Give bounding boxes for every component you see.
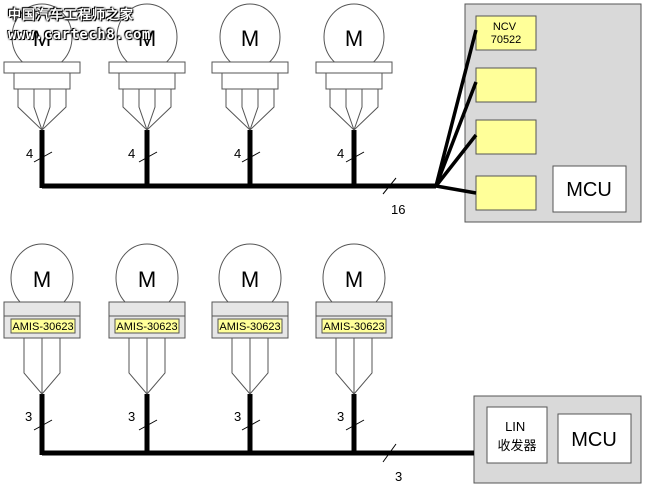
bottom-bus-slashes [33, 419, 397, 463]
motor-label: M [241, 267, 259, 292]
top-bus-count-3: 4 [234, 146, 241, 161]
bottom-mcu-label: MCU [571, 429, 617, 451]
top-bus-count-4: 4 [337, 146, 344, 161]
bottom-bus-count-3: 3 [234, 409, 241, 424]
motor-wires [231, 338, 269, 395]
lin-transceiver-label: LIN 收发器 [497, 419, 536, 454]
motor-wires [329, 89, 379, 131]
motor-wires [128, 338, 166, 395]
ncv-driver-box [475, 67, 537, 103]
top-motor-unit-1: M [3, 3, 81, 131]
motor-label: M [138, 267, 156, 292]
amis-chip-label: AMIS-30623 [219, 321, 280, 333]
lin-transceiver-box [486, 406, 548, 464]
motor-mount-base [13, 72, 71, 90]
bottom-bus-count-2: 3 [128, 409, 135, 424]
amis-chip-box [114, 318, 180, 334]
motor-mount-plate [3, 61, 81, 74]
ncv-driver-1: NCV 70522 [475, 15, 537, 51]
top-fan-lines [434, 29, 478, 195]
amis-chip-box [321, 318, 387, 334]
top-mcu-box [552, 165, 627, 213]
motor-mount-plate [315, 61, 393, 74]
motor-wires [17, 89, 67, 131]
amis-chip-label: AMIS-30623 [12, 321, 73, 333]
motor-mount-base [118, 72, 176, 90]
amis-chip-label: AMIS-30623 [323, 321, 384, 333]
top-motor-unit-4: M [315, 3, 393, 131]
bottom-motor-unit-2: M AMIS-30623 [108, 243, 186, 395]
bottom-motor-unit-4: M AMIS-30623 [315, 243, 393, 395]
bottom-main-bus [39, 394, 474, 456]
ncv-driver-label-line1: NCV [493, 21, 517, 33]
bottom-bus-count-4: 3 [337, 409, 344, 424]
top-bus-count-1: 4 [26, 146, 33, 161]
chip-plate [108, 301, 186, 317]
ncv-driver-2 [475, 67, 537, 103]
motor-label: M [138, 26, 156, 51]
ncv-driver-box [475, 175, 537, 211]
motor-label: M [241, 26, 259, 51]
chip-plate [315, 301, 393, 317]
bottom-mcu-box [557, 413, 632, 464]
ncv-driver-4 [475, 175, 537, 211]
motor-mount-base [325, 72, 383, 90]
motor-wires [23, 338, 61, 395]
motor-wires [335, 338, 373, 395]
top-bus-slashes [33, 151, 397, 195]
top-bus-count-2: 4 [128, 146, 135, 161]
chip-plate [211, 301, 289, 317]
motor-mount-plate [211, 61, 289, 74]
motor-label: M [33, 26, 51, 51]
top-main-bus [39, 130, 436, 189]
lin-transceiver-label-line2: 收发器 [497, 438, 536, 454]
bottom-motor-unit-3: M AMIS-30623 [211, 243, 289, 395]
amis-chip-box [10, 318, 76, 334]
motor-mount-plate [108, 61, 186, 74]
motor-wires [225, 89, 275, 131]
amis-chip-label: AMIS-30623 [116, 321, 177, 333]
ncv-driver-3 [475, 119, 537, 155]
motor-label: M [345, 26, 363, 51]
bottom-main-bus-count: 3 [395, 469, 402, 484]
ncv-driver-box [475, 119, 537, 155]
top-motor-unit-3: M [211, 3, 289, 131]
ncv-driver-label-line2: 70522 [491, 34, 522, 46]
bottom-bus-count-1: 3 [25, 409, 32, 424]
motor-wires [122, 89, 172, 131]
chip-plate [3, 301, 81, 317]
top-mcu-label: MCU [566, 179, 612, 201]
amis-chip-box [217, 318, 283, 334]
top-main-bus-count: 16 [391, 202, 405, 217]
motor-label: M [33, 267, 51, 292]
motor-mount-base [221, 72, 279, 90]
motor-label: M [345, 267, 363, 292]
ncv-driver-label: NCV 70522 [491, 21, 522, 46]
top-motor-unit-2: M [108, 3, 186, 131]
ncv-driver-box [475, 15, 537, 51]
lin-transceiver-label-line1: LIN [505, 419, 525, 434]
bottom-motor-unit-1: M AMIS-30623 [3, 243, 81, 395]
